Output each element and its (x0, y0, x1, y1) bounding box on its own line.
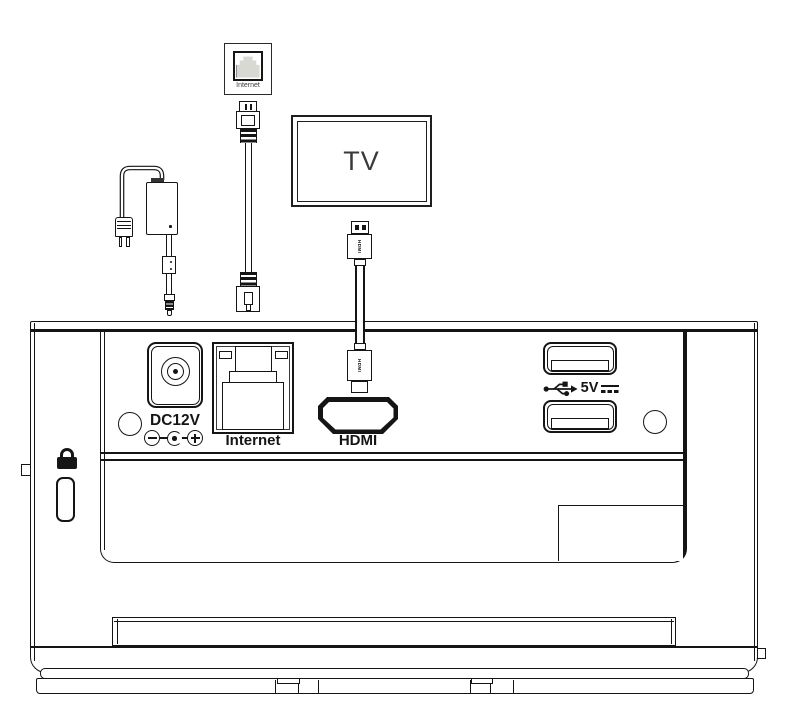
stand-bar (112, 617, 676, 646)
left-edge-tab (21, 464, 31, 476)
tv-label: TV (343, 145, 380, 176)
screw-hole-left (118, 412, 142, 436)
usb-trident-icon (543, 381, 578, 397)
device-right-inner-line (753, 323, 755, 661)
stand-bar-inner-line-left (116, 619, 118, 644)
hdmi-top-contact (354, 225, 360, 230)
internet-port-latch-right (274, 351, 288, 359)
ethernet-plug-top-pin (244, 103, 247, 110)
ethernet-plug-bottom-tab (245, 304, 251, 311)
ferrite-dot (170, 261, 173, 264)
dc-plug-bands (164, 301, 174, 310)
hdmi-connector-label: HDMI (357, 239, 362, 254)
usb-port-bottom-tongue (551, 418, 609, 429)
hdmi-bottom-neck (353, 343, 366, 350)
base-seg-line (297, 680, 299, 693)
adapter-led (169, 225, 172, 228)
dc-jack-ring-outer (160, 356, 190, 386)
dc-cord-lower (165, 274, 173, 295)
hdmi-cable (354, 266, 365, 343)
dc-jack-ring-inner (166, 362, 184, 380)
wall-jack-label: Internet (236, 82, 260, 89)
internet-port-latch-left (218, 351, 232, 359)
stand-bar-inner-line-top (114, 620, 674, 622)
usb-voltage-label: 5V (580, 380, 599, 396)
kensington-slot (55, 477, 75, 522)
lock-icon (60, 448, 74, 461)
internet-port-opening (222, 382, 284, 430)
polarity-icon (142, 428, 206, 448)
polarity-plus-vbar (194, 433, 197, 443)
recess-left-inner-line (103, 332, 105, 550)
base-seg-line (275, 680, 277, 693)
hdmi-connector-label: HDMI (357, 358, 362, 373)
internet-port-block (235, 346, 272, 372)
panel-separator-line (101, 452, 683, 455)
dc-jack-pin (172, 368, 178, 374)
ferrite-dot (170, 267, 173, 270)
dc-cord-upper (165, 235, 173, 257)
hdmi-connector-bottom-body: HDMI (347, 350, 372, 381)
panel-separator-line (101, 459, 683, 462)
ethernet-plug-bottom-boot (239, 272, 257, 286)
adapter-brick (146, 182, 178, 235)
hdmi-connector-top-tab (351, 221, 369, 234)
dc-dashed-bar (601, 390, 619, 393)
rj45-jack-icon (236, 56, 260, 78)
stand-bar-inner-line-right (670, 619, 672, 644)
screw-hole-right (643, 410, 667, 434)
base-seg-line (469, 680, 471, 693)
power-plug-prong (118, 237, 123, 247)
ethernet-plug-top-boot (239, 129, 257, 143)
power-plug-body (115, 217, 133, 237)
lock-icon-body (56, 457, 77, 469)
ethernet-cable (244, 143, 252, 272)
ethernet-plug-top-latch (241, 114, 255, 126)
usb-port-top-tongue (551, 360, 609, 371)
dc-plug-tip (166, 310, 172, 316)
body-bottom-seam (31, 646, 757, 648)
polarity-minus-bar (147, 437, 157, 440)
panel-notch (558, 505, 683, 561)
power-plug-ridge (117, 224, 131, 226)
device-top-rim (31, 329, 757, 332)
power-plug-prong (126, 237, 130, 247)
adapter-inlet (151, 178, 164, 183)
dc12v-label: DC12V (150, 412, 200, 429)
hdmi-port-opening (322, 401, 394, 430)
hdmi-top-neck (353, 259, 366, 266)
base-seg-line (317, 680, 319, 693)
power-cord (119, 165, 165, 218)
tv-screen: TV (296, 120, 427, 202)
dc-plug-collar (163, 294, 175, 301)
ferrite-bead (162, 256, 176, 274)
dc-solid-bar (601, 384, 619, 388)
foot-strip (40, 668, 749, 679)
base-seg-line (489, 680, 491, 693)
internet-port-label: Internet (225, 432, 281, 449)
base-notch (277, 677, 300, 684)
base-seg-line (512, 680, 514, 693)
hdmi-top-contact (361, 225, 367, 230)
hdmi-connector-top-body: HDMI (347, 234, 372, 259)
polarity-center-dot (172, 436, 177, 441)
base-notch (471, 677, 493, 684)
device-left-inner-line (33, 323, 35, 661)
right-edge-tab (756, 648, 766, 659)
ethernet-plug-top-pin (250, 103, 252, 110)
hdmi-connector-plug-tip (351, 381, 368, 393)
dc-current-icon (601, 384, 619, 395)
hdmi-port-label: HDMI (338, 432, 378, 449)
power-plug-ridge (117, 221, 131, 222)
power-plug-ridge (117, 228, 131, 229)
